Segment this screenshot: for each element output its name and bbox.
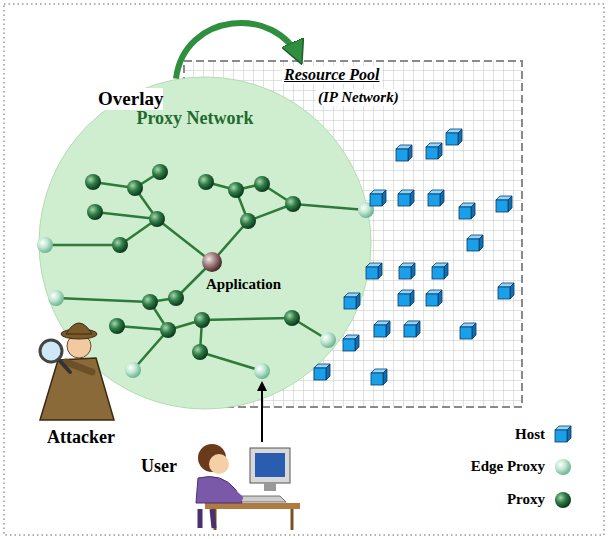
legend-symbols	[555, 426, 571, 508]
edge-proxies	[37, 202, 374, 379]
figure-label: User	[141, 456, 177, 477]
node-text: Resource Pool	[282, 66, 382, 84]
attacker-figure	[40, 323, 114, 420]
overlay-arrow	[176, 23, 300, 79]
edge-label: Overlay	[98, 88, 163, 110]
legend-text: Proxy	[507, 491, 545, 508]
legend-text: Host	[515, 426, 545, 443]
node-text: Application	[206, 276, 281, 293]
application-sphere	[202, 252, 222, 272]
node-text: Proxy Network	[136, 108, 253, 129]
legend-text: Edge Proxy	[471, 458, 545, 475]
application-node: Application	[204, 275, 285, 296]
figure-label: Attacker	[47, 427, 115, 448]
proxy-links	[45, 172, 366, 371]
hosts	[314, 129, 514, 385]
node-text: (IP Network)	[316, 89, 401, 106]
frame	[4, 4, 604, 535]
proxies	[85, 164, 301, 360]
user-figure	[196, 381, 300, 530]
